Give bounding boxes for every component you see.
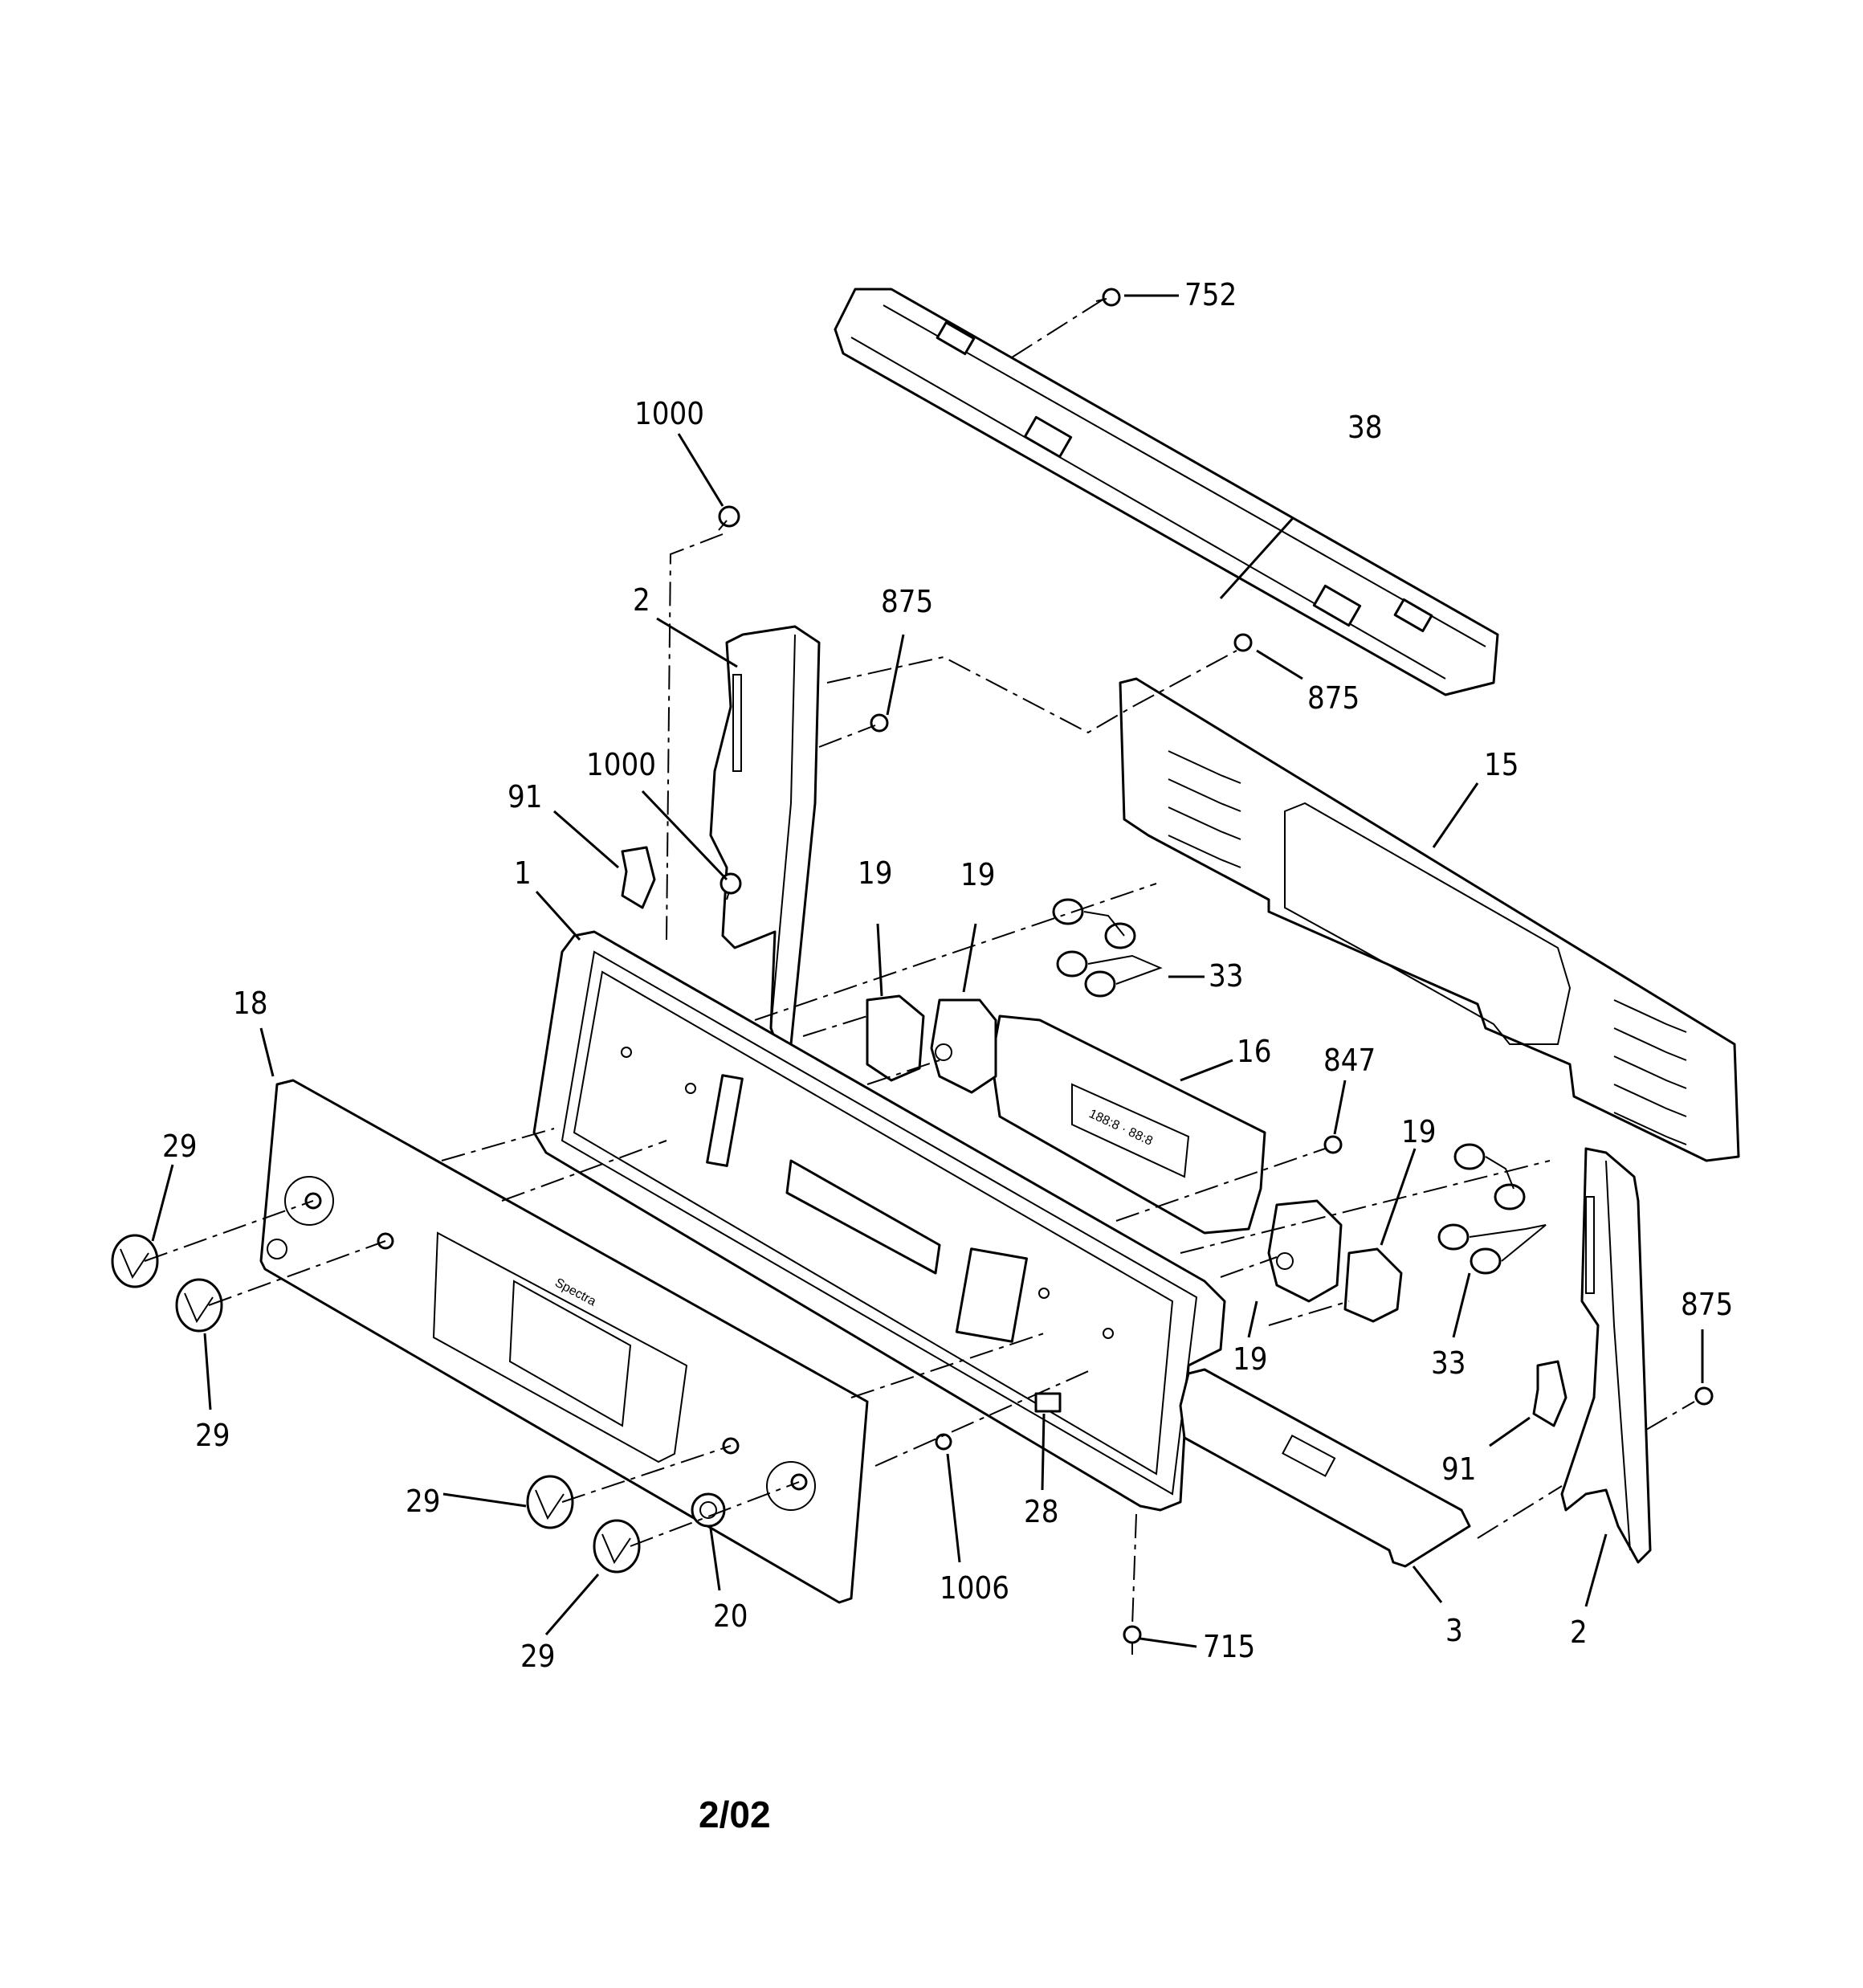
clip-91-left xyxy=(621,846,656,909)
callout-33-upper: 33 xyxy=(1209,958,1244,994)
callout-33-lower: 33 xyxy=(1431,1345,1466,1381)
callout-15: 15 xyxy=(1484,747,1519,782)
switch-19-a xyxy=(866,994,925,1082)
part-2-left-bracket xyxy=(709,625,821,1062)
callout-labels: 752 38 1000 2 875 875 15 1000 91 1 19 19… xyxy=(162,277,1733,1674)
callout-752: 752 xyxy=(1184,277,1237,312)
callout-91-left: 91 xyxy=(508,779,543,814)
part-18-front-panel: Spectra xyxy=(259,1079,869,1604)
vent-slots-left xyxy=(1168,750,1241,868)
part-16-control-board: 188:8 · 88:8 xyxy=(990,1014,1266,1235)
callout-1: 1 xyxy=(514,855,532,891)
part-2-right-bracket xyxy=(1560,1147,1652,1564)
knob-29-a xyxy=(111,1234,159,1288)
screw-1006 xyxy=(935,1433,952,1451)
callout-875-right: 875 xyxy=(1681,1287,1733,1322)
callout-29-a: 29 xyxy=(162,1129,198,1164)
screw-752 xyxy=(1095,288,1121,307)
screw-875-left xyxy=(870,713,889,733)
vent-slots-right xyxy=(1613,999,1687,1145)
callout-38: 38 xyxy=(1347,410,1383,445)
callout-847: 847 xyxy=(1323,1043,1376,1078)
callout-16: 16 xyxy=(1237,1034,1272,1069)
callout-2-left: 2 xyxy=(633,582,650,618)
callout-2-right: 2 xyxy=(1570,1614,1588,1650)
screw-875-right xyxy=(1694,1386,1714,1406)
clip-91-right xyxy=(1532,1360,1567,1427)
screw-847 xyxy=(1323,1135,1343,1154)
switch-19-d xyxy=(1343,1247,1403,1323)
callout-875-top: 875 xyxy=(1307,680,1360,716)
knob-29-b xyxy=(175,1278,223,1333)
bracket-28 xyxy=(1034,1392,1062,1413)
callout-1000-mid: 1000 xyxy=(586,747,656,782)
callout-18: 18 xyxy=(233,986,268,1021)
callout-19-c: 19 xyxy=(1401,1114,1437,1149)
part-15-back-panel xyxy=(1119,677,1740,1162)
callout-28: 28 xyxy=(1024,1494,1059,1529)
switch-19-b xyxy=(930,998,997,1094)
callout-875-left: 875 xyxy=(881,584,933,619)
callout-19-d: 19 xyxy=(1233,1341,1268,1377)
bezel-20 xyxy=(691,1492,726,1528)
callout-3: 3 xyxy=(1445,1613,1463,1648)
callout-29-b: 29 xyxy=(195,1418,230,1453)
part-3-lower-trim xyxy=(1179,1368,1471,1568)
part-1-control-frame xyxy=(532,930,1226,1512)
revision-code: 2/02 xyxy=(699,1794,771,1835)
lamp-sockets-33-right xyxy=(1437,1143,1547,1275)
callout-29-c: 29 xyxy=(406,1484,441,1519)
callout-1006: 1006 xyxy=(940,1570,1009,1606)
callout-20: 20 xyxy=(713,1598,748,1634)
knob-29-d xyxy=(593,1519,641,1574)
callout-29-d: 29 xyxy=(520,1639,556,1674)
screw-715 xyxy=(1123,1625,1142,1655)
part-38-rail xyxy=(834,288,1499,696)
screw-875-top xyxy=(1233,633,1253,652)
callout-715: 715 xyxy=(1203,1629,1255,1664)
callout-19-b: 19 xyxy=(960,857,996,892)
callout-19-a: 19 xyxy=(858,855,893,891)
lamp-sockets-33-left xyxy=(1052,898,1163,998)
screw-1000-top xyxy=(718,505,740,531)
assembly-lines xyxy=(144,298,1695,1627)
callout-1000-top: 1000 xyxy=(634,396,704,431)
switch-19-c xyxy=(1267,1199,1343,1303)
leader-lines xyxy=(151,294,1704,1648)
callout-91-right: 91 xyxy=(1441,1451,1477,1487)
knob-29-c xyxy=(526,1475,574,1529)
